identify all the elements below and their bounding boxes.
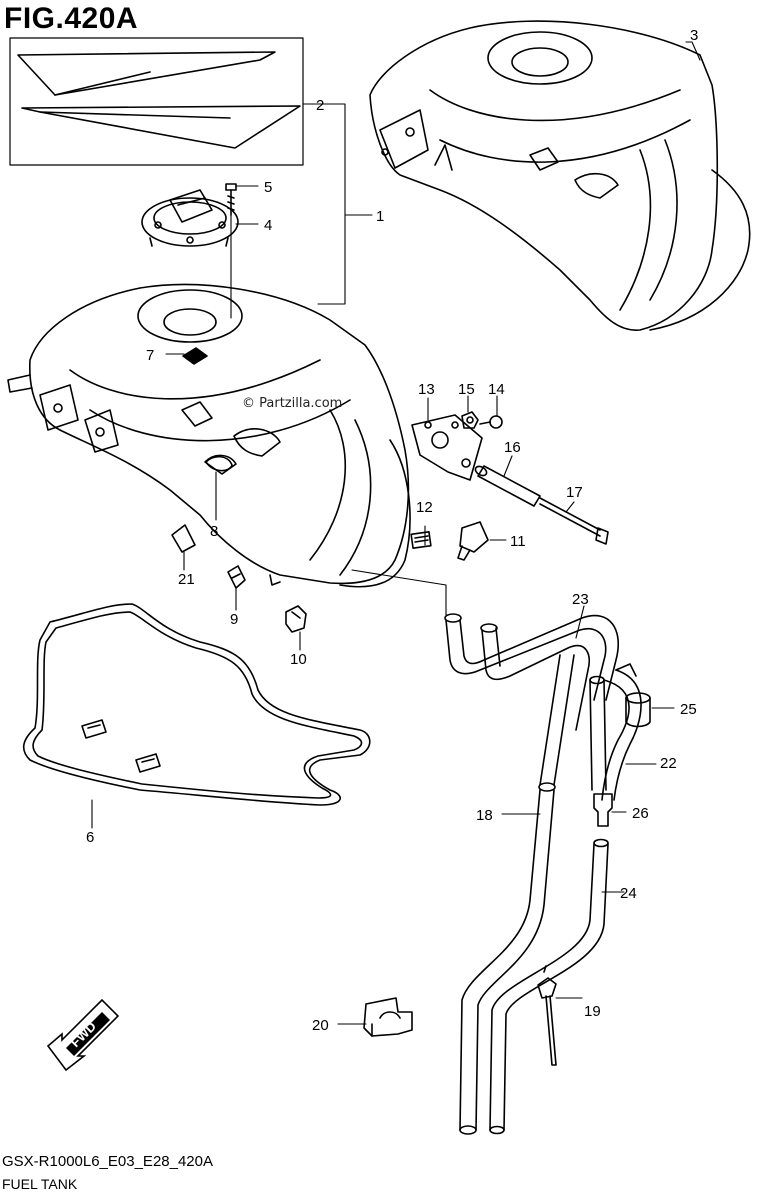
- callout-6: 6: [86, 829, 94, 846]
- callout-labels: 2 1 3 5 4 7 8 21 9 10 12 11 13 15 14 16 …: [86, 27, 698, 1034]
- part-13-bracket: [411, 414, 483, 481]
- watermark-text: © Partzilla.com: [242, 396, 343, 411]
- callout-26: 26: [632, 805, 649, 822]
- figure-title: FIG.420A: [4, 2, 139, 35]
- section-name: FUEL TANK: [2, 1176, 78, 1192]
- callout-3: 3: [690, 27, 698, 44]
- part-10-cap: [285, 605, 307, 633]
- callout-7: 7: [146, 347, 154, 364]
- callout-9: 9: [230, 611, 238, 628]
- part-25-cap: [625, 692, 651, 728]
- callout-13: 13: [418, 381, 435, 398]
- callout-11: 11: [510, 533, 526, 550]
- callout-10: 10: [290, 651, 307, 668]
- callout-16: 16: [504, 439, 521, 456]
- callout-24: 24: [620, 885, 637, 902]
- part-3-tank-cover: [369, 20, 751, 331]
- callout-5: 5: [264, 179, 272, 196]
- callout-18: 18: [476, 807, 493, 824]
- callout-25: 25: [680, 701, 697, 718]
- part-22-hose: [589, 663, 642, 801]
- callout-17: 17: [566, 484, 583, 501]
- callout-19: 19: [584, 1003, 601, 1020]
- part-12-pad: [410, 531, 432, 549]
- callout-4: 4: [264, 217, 272, 234]
- callout-21: 21: [178, 571, 195, 588]
- part-5-cap-bolt: [225, 183, 237, 216]
- part-14-bolt: [479, 415, 503, 429]
- part-18-hose: [459, 654, 575, 1135]
- leader-lines: [91, 41, 701, 1025]
- model-code: GSX-R1000L6_E03_E28_420A: [2, 1153, 213, 1170]
- part-23-hose: [444, 613, 620, 731]
- callout-15: 15: [458, 381, 475, 398]
- callout-8: 8: [210, 523, 218, 540]
- callout-2: 2: [316, 97, 324, 114]
- callout-1: 1: [376, 208, 384, 225]
- callout-20: 20: [312, 1017, 329, 1034]
- part-8-cushion: [205, 455, 233, 472]
- part-26-joint: [593, 793, 613, 827]
- part-15-nut: [461, 411, 479, 429]
- part-1-fuel-tank: [7, 283, 411, 588]
- callout-12: 12: [416, 499, 433, 516]
- part-4-fuel-cap: [141, 189, 239, 247]
- part-7-rubber-pad: [182, 347, 208, 365]
- callout-14: 14: [488, 381, 505, 398]
- part-21-cushion: [171, 524, 196, 553]
- part-24-hose: [489, 838, 609, 1135]
- callout-23: 23: [572, 591, 589, 608]
- part-20-holder: [363, 997, 413, 1037]
- part-16-collar: [474, 465, 541, 507]
- part-11-valve: [457, 521, 489, 561]
- fwd-arrow-icon: FWD: [46, 998, 120, 1072]
- part-2-decal-set: [9, 37, 304, 166]
- part-6-tank-mat: [22, 603, 371, 806]
- part-9-clip: [227, 565, 246, 589]
- callout-22: 22: [660, 755, 677, 772]
- part-19-clamp: [537, 965, 557, 1066]
- part-17-long-bolt: [539, 497, 609, 545]
